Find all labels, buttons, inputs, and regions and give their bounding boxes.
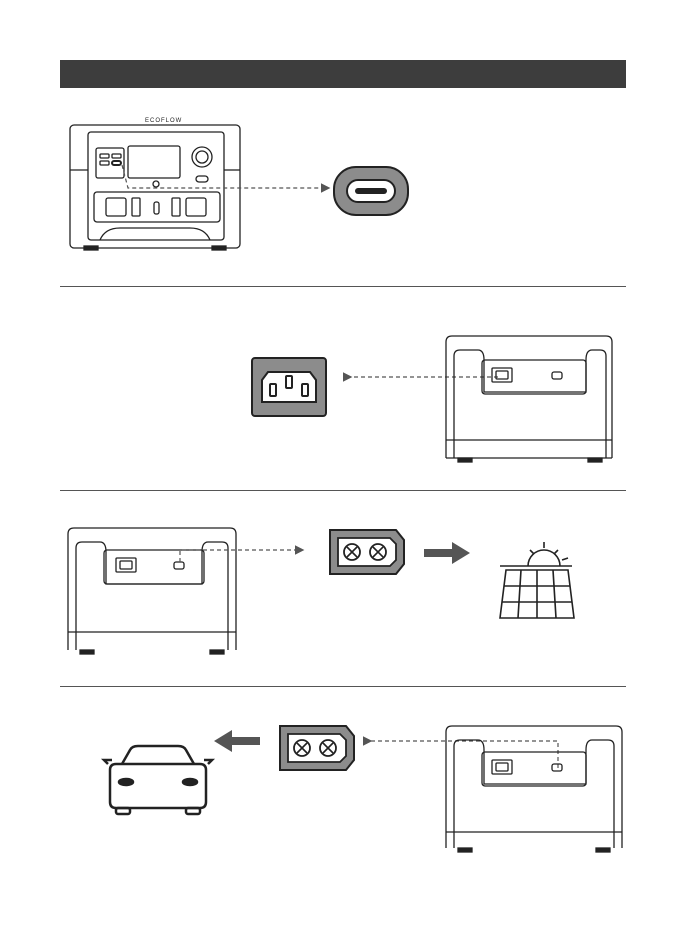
section-ac-input: [240, 330, 630, 470]
connector-line: [370, 741, 558, 768]
section-usb-c: ECOFLOW: [60, 110, 420, 260]
section-solar-input: [60, 520, 590, 660]
car-icon: [104, 746, 212, 814]
left-arrow-icon: [214, 730, 260, 752]
solar-panel-icon: [500, 542, 574, 618]
brand-logo: ECOFLOW: [145, 118, 182, 124]
power-station-rear-icon: [446, 726, 622, 852]
xt60-port-icon: [280, 726, 354, 770]
section-divider: [60, 490, 626, 491]
section-car-output: [100, 720, 630, 860]
section-divider: [60, 286, 626, 287]
section-header-bar: [60, 60, 626, 88]
power-station-rear-icon: [446, 336, 612, 462]
power-station-rear-icon: [68, 528, 236, 654]
section-divider: [60, 686, 626, 687]
usb-c-port-icon: [334, 167, 408, 215]
connector-line: [180, 550, 302, 562]
right-arrow-icon: [424, 542, 470, 564]
xt60-port-icon: [330, 530, 404, 574]
ac-input-port-icon: [252, 358, 326, 416]
